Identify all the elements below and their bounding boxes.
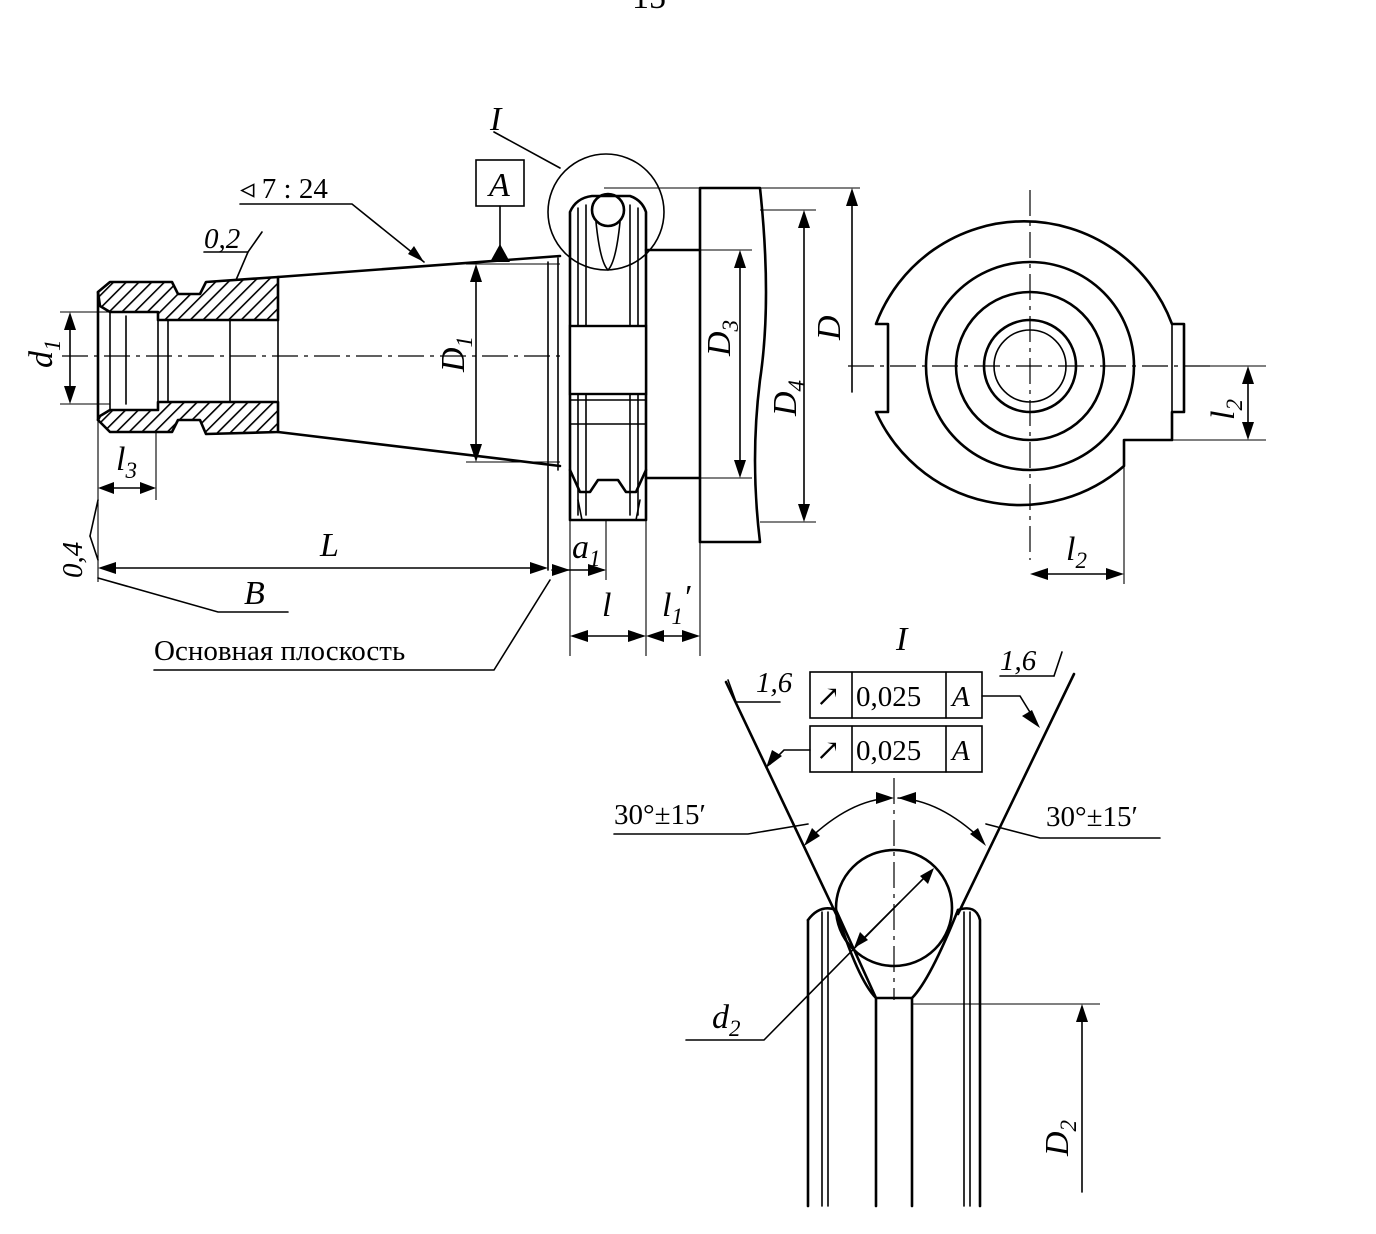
tolerance-frame-1: ↗ 0,025 A	[809, 671, 1040, 728]
svg-text:A: A	[950, 681, 970, 713]
dim-D4: D4	[767, 380, 809, 417]
dim-D1: D1	[435, 336, 477, 373]
detail-view-title: I	[895, 621, 909, 658]
angle-right: 30°±15′	[1046, 801, 1138, 833]
dim-l1-prime: l1′	[662, 579, 691, 629]
dim-d1: d1	[23, 340, 65, 369]
dim-L: L	[319, 527, 339, 564]
dim-l3: l3	[116, 441, 137, 483]
sleeve-section-bottom	[96, 400, 280, 436]
taper-label: ◃ 7 : 24	[240, 173, 328, 205]
svg-text:0,025: 0,025	[856, 735, 921, 767]
datum-letter: A	[487, 167, 510, 204]
ball	[834, 848, 954, 968]
dim-l2-bottom: l2	[1066, 531, 1087, 573]
dim-D: D	[811, 315, 848, 341]
sleeve-section-top	[96, 275, 280, 322]
dim-l2-right: l2	[1205, 399, 1247, 420]
roughness-detail-right: 1,6	[1000, 645, 1037, 677]
roughness-detail-left: 1,6	[756, 667, 793, 699]
end-view: l2 l2	[848, 190, 1266, 584]
shank	[644, 186, 768, 544]
detail-circle	[547, 153, 665, 271]
dim-l: l	[602, 587, 611, 624]
flange	[568, 192, 648, 522]
base-plane-label: Основная плоскость	[154, 635, 405, 667]
page-number: 15	[632, 0, 666, 16]
taper-bottom-edge	[276, 430, 562, 468]
end-view-flange-outline	[874, 220, 1186, 507]
angle-left: 30°±15′	[614, 799, 706, 831]
svg-text:↗: ↗	[816, 735, 840, 767]
svg-text:0,025: 0,025	[856, 681, 921, 713]
detail-view: I d2 D2 1,6 1,6	[613, 621, 1161, 1208]
svg-text:↗: ↗	[816, 681, 840, 713]
svg-text:A: A	[950, 735, 970, 767]
tolerance-frame-2: ↗ 0,025 A	[766, 725, 983, 773]
dim-D3: D3	[701, 320, 743, 357]
dim-d2: d2	[712, 999, 741, 1041]
dim-a1: a1	[572, 529, 601, 571]
taper-top-edge	[276, 254, 562, 279]
roughness-cone: 0,2	[204, 223, 240, 255]
main-view: I A ◃ 7 : 24 0,2 0,4 d1 l3 L	[23, 101, 860, 671]
dim-D2: D2	[1039, 1120, 1081, 1157]
roughness-face: 0,4	[57, 542, 89, 578]
detail-mark: I	[489, 101, 503, 138]
dim-B: B	[244, 575, 265, 612]
